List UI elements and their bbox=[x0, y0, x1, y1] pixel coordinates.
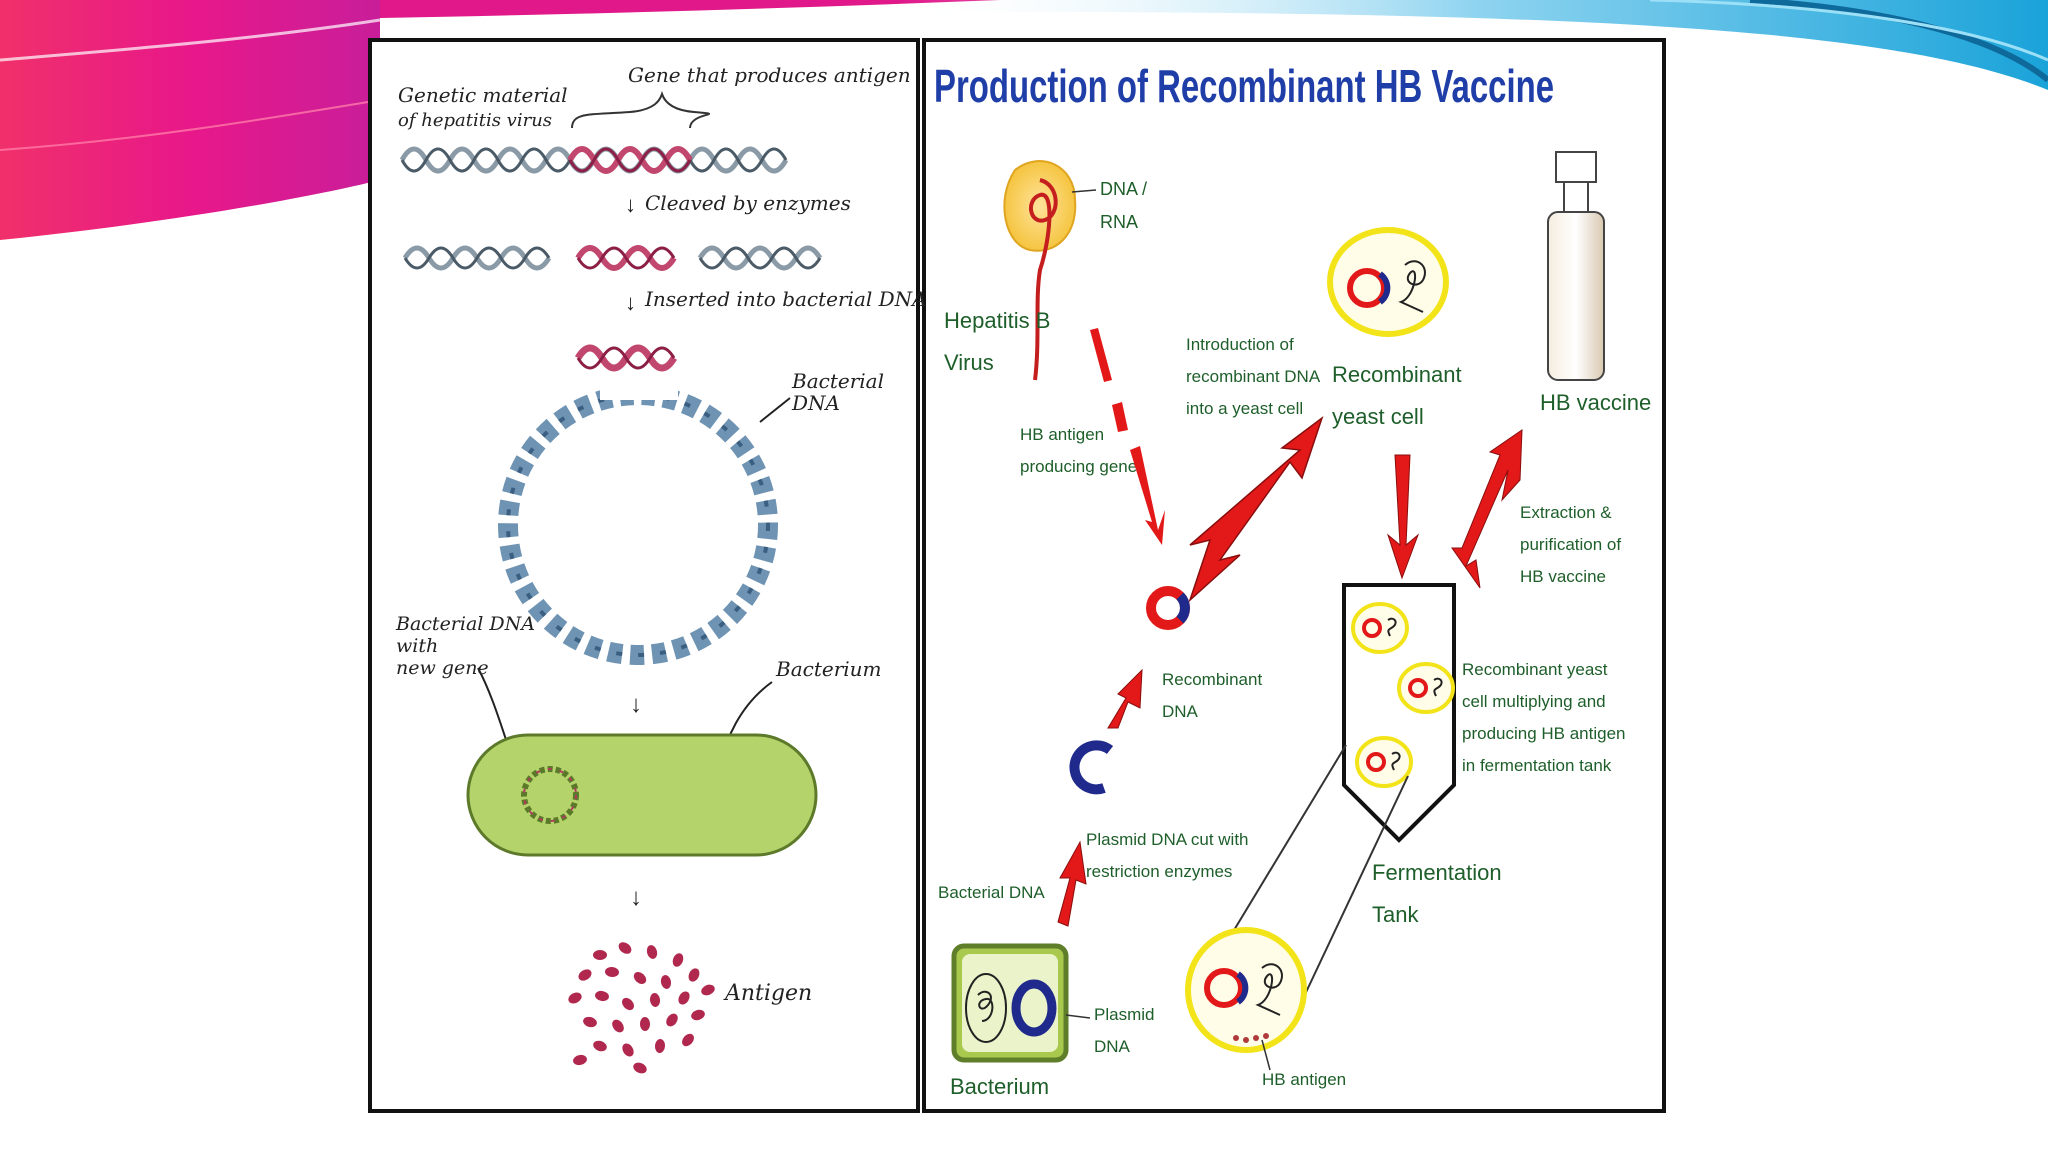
label-hb-antigen: HB antigen bbox=[1262, 1070, 1346, 1089]
arrow-down-2: ↓ bbox=[625, 290, 636, 315]
label-recombinant-yeast-1: Recombinant bbox=[1332, 362, 1462, 387]
label-bacterium-right: Bacterium bbox=[950, 1074, 1049, 1099]
arrow-down-4: ↓ bbox=[630, 884, 642, 911]
label-multiplying-4: in fermentation tank bbox=[1462, 756, 1612, 775]
label-hb-antigen-gene-1: HB antigen bbox=[1020, 425, 1104, 444]
fermentation-tank bbox=[1344, 585, 1454, 840]
label-genetic-material-2: of hepatitis virus bbox=[398, 110, 552, 131]
label-dna-rna-1: DNA / bbox=[1100, 179, 1147, 199]
bacterium-with-plasmid bbox=[954, 946, 1066, 1060]
label-new-gene-2: with bbox=[396, 635, 438, 657]
label-hb-vaccine: HB vaccine bbox=[1540, 390, 1651, 415]
label-extraction-2: purification of bbox=[1520, 535, 1621, 554]
label-plasmid-dna-1: Plasmid bbox=[1094, 1005, 1154, 1024]
label-hepatitis-b-1: Hepatitis B bbox=[944, 308, 1050, 333]
recombinant-yeast-cell bbox=[1330, 230, 1446, 334]
label-bacterium-left: Bacterium bbox=[775, 657, 882, 681]
label-bacterial-dna-right: Bacterial DNA bbox=[938, 883, 1045, 902]
arrow-down-3: ↓ bbox=[630, 691, 642, 718]
label-plasmid-dna-2: DNA bbox=[1094, 1037, 1131, 1056]
label-bacterial-dna-1: Bacterial bbox=[791, 369, 884, 393]
label-introduction-2: recombinant DNA bbox=[1186, 367, 1321, 386]
antigen-particle bbox=[593, 950, 607, 960]
bacterium-cell bbox=[468, 735, 816, 855]
label-new-gene-3: new gene bbox=[396, 657, 489, 679]
label-recombinant-dna-1: Recombinant bbox=[1162, 670, 1262, 689]
label-gene-antigen: Gene that produces antigen bbox=[628, 63, 911, 87]
label-multiplying-3: producing HB antigen bbox=[1462, 724, 1626, 743]
label-multiplying-1: Recombinant yeast bbox=[1462, 660, 1608, 679]
label-genetic-material-1: Genetic material bbox=[398, 83, 568, 107]
label-extraction-1: Extraction & bbox=[1520, 503, 1612, 522]
magnified-yeast-cell bbox=[1188, 930, 1304, 1050]
label-new-gene-1: Bacterial DNA bbox=[395, 613, 535, 635]
label-inserted: Inserted into bacterial DNA bbox=[644, 287, 927, 311]
label-recombinant-dna-2: DNA bbox=[1162, 702, 1199, 721]
label-introduction-1: Introduction of bbox=[1186, 335, 1294, 354]
label-cleaved: Cleaved by enzymes bbox=[645, 191, 851, 215]
label-hb-antigen-gene-2: producing gene bbox=[1020, 457, 1137, 476]
label-introduction-3: into a yeast cell bbox=[1186, 399, 1303, 418]
label-fermentation-2: Tank bbox=[1372, 902, 1419, 927]
label-hepatitis-b-2: Virus bbox=[944, 350, 994, 375]
label-extraction-3: HB vaccine bbox=[1520, 567, 1606, 586]
label-multiplying-2: cell multiplying and bbox=[1462, 692, 1606, 711]
label-plasmid-cut-1: Plasmid DNA cut with bbox=[1086, 830, 1249, 849]
label-fermentation-1: Fermentation bbox=[1372, 860, 1502, 885]
label-dna-rna-2: RNA bbox=[1100, 212, 1138, 232]
label-antigen: Antigen bbox=[723, 981, 812, 1006]
label-recombinant-yeast-2: yeast cell bbox=[1332, 404, 1424, 429]
label-plasmid-cut-2: restriction enzymes bbox=[1086, 862, 1232, 881]
arrow-down-1: ↓ bbox=[625, 192, 636, 217]
diagram-title: Production of Recombinant HB Vaccine bbox=[934, 60, 1554, 112]
label-bacterial-dna-2: DNA bbox=[791, 391, 840, 415]
